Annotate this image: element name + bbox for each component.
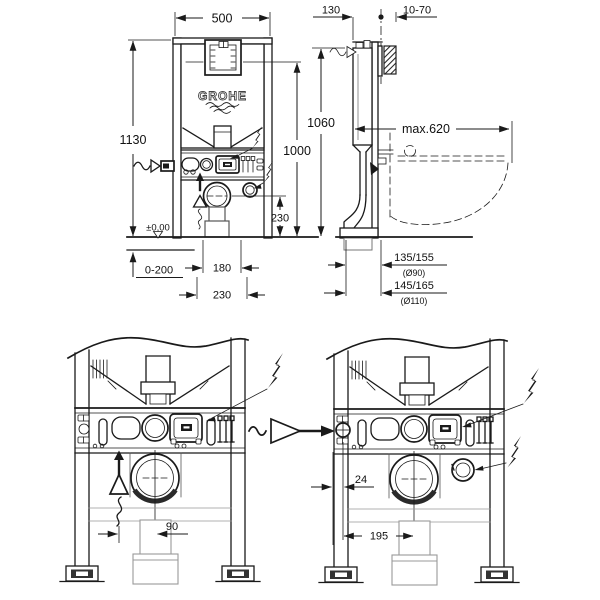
detail-view-left: 90 [60, 338, 283, 584]
detail-view-right: 24 195 [311, 339, 539, 585]
dim-outlet-dia-90: (Ø90) [403, 268, 426, 278]
dim-foot-adjust: 0-200 [145, 265, 173, 277]
lightning-bolt-icon [474, 436, 521, 471]
dim-depth-130: 130 [322, 5, 340, 17]
inspection-shaft [204, 39, 242, 76]
dim-max-620: max.620 [402, 122, 450, 136]
lightning-bolt-icon [206, 353, 283, 422]
dim-offset-195: 195 [370, 531, 388, 543]
dim-outlet-135-155: 135/155 [394, 252, 434, 264]
connection-box [215, 155, 240, 174]
lightning-bolt-icon [462, 368, 539, 428]
floor-level-label: ±0,00 [146, 223, 170, 234]
dim-offset-180: 180 [213, 263, 231, 275]
lightning-bolt-icon [253, 161, 273, 189]
lightning-bolt-icon [230, 126, 262, 159]
flush-plate-wall-block [383, 45, 397, 75]
power-socket [451, 458, 475, 482]
grohe-logo: GROHE [198, 89, 247, 114]
dim-height-1130: 1130 [120, 133, 147, 147]
dim-wall-10-70: 10-70 [403, 5, 431, 17]
dim-outlet-height-230: 230 [271, 213, 289, 225]
front-view: GROHE [120, 12, 319, 302]
water-connection-point [335, 421, 351, 439]
dim-offset-230: 230 [213, 290, 231, 302]
water-supply-arrow-icon [133, 158, 162, 174]
dim-height-1060: 1060 [307, 116, 335, 130]
vent-arrow-icon [108, 450, 130, 527]
dim-offset-90: 90 [166, 521, 178, 533]
floor-level-marker-icon [152, 231, 164, 239]
power-socket [242, 182, 258, 198]
dim-outlet-dia-110: (Ø110) [401, 296, 428, 306]
side-view: 130 10-70 1060 max.620 135/155 [307, 5, 513, 306]
dim-height-1000: 1000 [283, 144, 311, 158]
water-supply-arrow-icon [329, 45, 357, 59]
dim-offset-24: 24 [355, 474, 367, 486]
toilet-outline [389, 132, 509, 225]
vent-arrow-icon [192, 172, 208, 230]
grohe-logo-text: GROHE [198, 89, 247, 103]
dim-outlet-145-165: 145/165 [394, 280, 434, 292]
dim-width-500: 500 [212, 12, 233, 26]
flow-continuation-arrow-icon [247, 417, 335, 445]
